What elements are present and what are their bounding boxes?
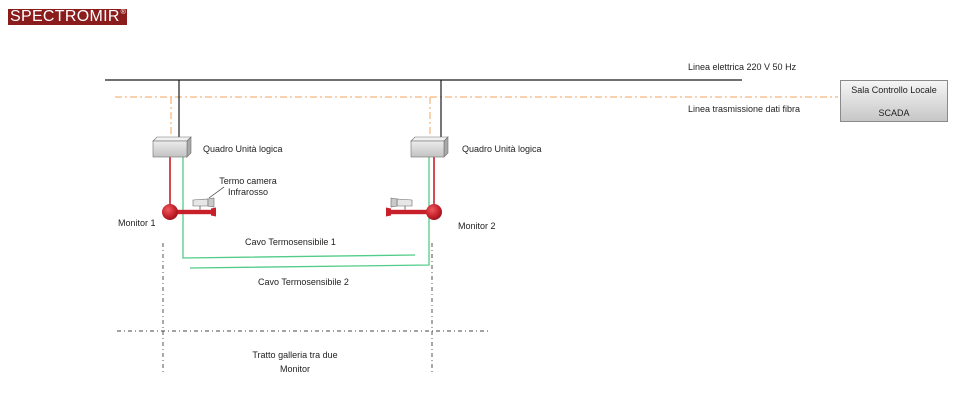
heat-cable-2 [189, 157, 430, 269]
thermal-camera-1-icon [192, 197, 215, 210]
heat-cable-1-label: Cavo Termosensibile 1 [245, 237, 336, 247]
control-panel-1-top [152, 136, 192, 142]
camera-label-line1: Termo camera [219, 176, 277, 186]
control-room-title: Sala Controllo Locale [851, 85, 937, 95]
monitor-2-label: Monitor 2 [458, 221, 496, 231]
monitor-1-label: Monitor 1 [118, 218, 156, 228]
power-line-label: Linea elettrica 220 V 50 Hz [688, 62, 797, 72]
control-panel-1-label: Quadro Unità logica [203, 144, 283, 154]
heat-cable-2-label: Cavo Termosensibile 2 [258, 277, 349, 287]
registered-mark: ® [120, 9, 126, 16]
camera-label-pointer [208, 186, 225, 199]
monitor-1 [162, 204, 216, 220]
control-panel-1-front [152, 140, 188, 158]
monitor-1-nozzle [211, 207, 216, 217]
tunnel-section-label-line1: Tratto galleria tra due [252, 350, 337, 360]
monitor-2 [386, 204, 442, 220]
heat-cable-1 [182, 157, 416, 259]
control-panel-2-label: Quadro Unità logica [462, 144, 542, 154]
control-panel-2 [410, 136, 449, 158]
thermal-camera-1-body [192, 198, 209, 207]
monitor-1-body [162, 204, 178, 220]
scada-label: SCADA [878, 108, 909, 118]
control-panel-1 [152, 136, 192, 158]
control-panel-1-side [186, 136, 192, 158]
thermal-camera-1-lens [207, 197, 215, 208]
control-panel-2-front [410, 140, 445, 158]
monitor-2-body [426, 204, 442, 220]
tunnel-section-label-line2: Monitor [280, 364, 310, 374]
thermal-camera-2-body [396, 198, 413, 207]
thermal-camera-2-lens [390, 197, 398, 208]
spectromir-logo: SPECTROMIR® [8, 9, 127, 25]
control-panel-2-top [410, 136, 449, 142]
monitor-2-barrel [390, 209, 430, 215]
camera-label-line2: Infrarosso [228, 187, 268, 197]
fiber-data-line-label: Linea trasmissione dati fibra [688, 104, 800, 114]
control-room-box: Sala Controllo Locale SCADA [840, 80, 948, 122]
control-panel-2-side [443, 136, 449, 158]
control-room-box-frame [840, 80, 948, 122]
logo-wordmark: SPECTROMIR [10, 9, 120, 25]
thermal-camera-2-icon [390, 197, 413, 210]
monitor-2-nozzle [386, 207, 391, 217]
monitor-1-barrel [174, 209, 212, 215]
